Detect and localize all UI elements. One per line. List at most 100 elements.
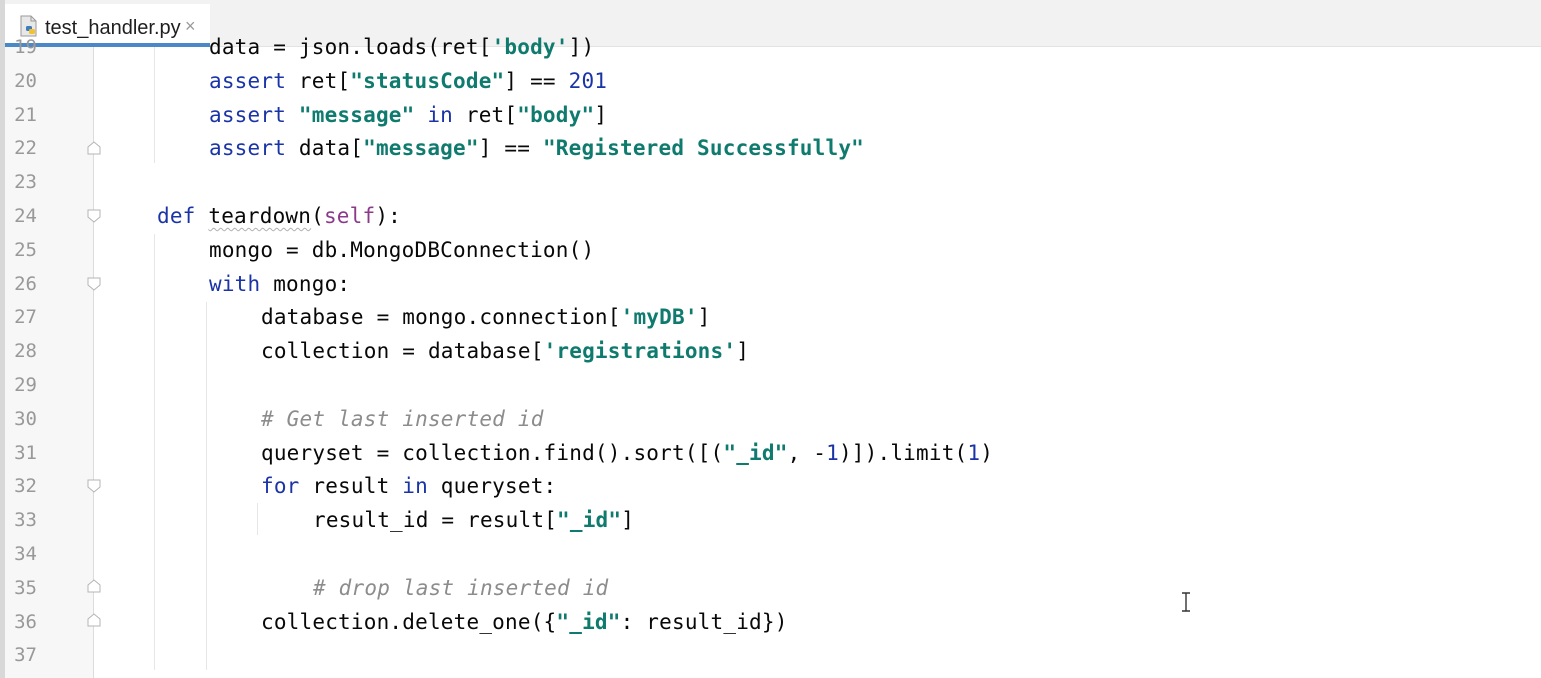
code-token: 'registrations' [543, 339, 737, 364]
code-text: for result in queryset: [261, 469, 556, 503]
line-number: 24 [14, 205, 37, 227]
code-token [286, 103, 299, 127]
code-token: , - [787, 440, 827, 465]
code-token: ] == [504, 68, 569, 93]
line-number: 20 [14, 69, 37, 92]
indent-guide [154, 47, 155, 163]
code-text: assert ret["statusCode"] == 201 [209, 64, 607, 98]
fold-start-marker-icon[interactable] [87, 277, 101, 291]
fold-end-marker-icon[interactable] [87, 141, 101, 155]
code-text: assert data["message"] == "Registered Su… [209, 131, 864, 165]
code-token: 1 [826, 440, 839, 465]
code-line[interactable]: 36 collection.delete_one({"_id": result_i… [0, 605, 1541, 639]
code-text: collection = database['registrations'] [261, 334, 749, 368]
tab-test-handler[interactable]: test_handler.py × [5, 4, 210, 47]
code-token: collection = database[ [261, 339, 544, 364]
code-line[interactable]: 20 assert ret["statusCode"] == 201 [0, 64, 1541, 98]
tab-close-icon[interactable]: × [185, 16, 196, 36]
code-token: in [427, 102, 454, 127]
code-token: )]).limit( [838, 440, 968, 465]
code-text: mongo = db.MongoDBConnection() [209, 233, 594, 267]
code-token: 'body' [491, 35, 569, 59]
code-token: 'myDB' [620, 305, 698, 330]
code-text: database = mongo.connection['myDB'] [261, 300, 711, 334]
code-line[interactable]: 25 mongo = db.MongoDBConnection() [0, 233, 1541, 267]
code-token: "body" [517, 102, 595, 127]
code-text: queryset = collection.find().sort([("_id… [261, 436, 993, 470]
line-number: 26 [14, 272, 37, 295]
indent-guide [257, 503, 258, 535]
code-token: def [157, 204, 196, 228]
code-text: # drop last inserted id [313, 571, 608, 605]
code-token: for [261, 474, 300, 499]
fold-start-marker-icon[interactable] [87, 209, 101, 223]
code-text: result_id = result["_id"] [313, 503, 634, 537]
code-line[interactable]: 37 [0, 638, 1541, 672]
code-line[interactable]: 28 collection = database['registrations'] [0, 334, 1541, 368]
line-number: 37 [14, 644, 37, 667]
line-number: 33 [14, 509, 37, 532]
code-token [415, 103, 428, 127]
code-token: "message" [363, 136, 479, 161]
line-number: 19 [14, 36, 37, 58]
window-left-edge [0, 0, 5, 678]
code-token: ( [311, 204, 324, 228]
code-text: assert "message" in ret["body"] [209, 98, 607, 132]
code-text: def teardown(self): [157, 199, 401, 233]
code-token: data[ [286, 136, 364, 161]
code-token: ) [980, 440, 994, 465]
line-number: 29 [14, 374, 37, 396]
code-token: # drop last inserted id [313, 575, 609, 600]
code-token: # Get last inserted id [261, 406, 544, 431]
code-line[interactable]: 34 [0, 537, 1541, 571]
code-token: collection.delete_one({ [261, 609, 557, 634]
code-token: 1 [967, 440, 981, 465]
indent-guide [154, 234, 155, 670]
code-token [196, 204, 209, 228]
code-line[interactable]: 31 queryset = collection.find().sort([("_… [0, 436, 1541, 470]
code-token: teardown [208, 204, 312, 228]
code-token: "message" [298, 102, 415, 127]
code-text: data = json.loads(ret['body']) [209, 30, 594, 64]
fold-end-marker-icon[interactable] [87, 579, 101, 593]
code-line[interactable]: 33 result_id = result["_id"] [0, 503, 1541, 537]
line-number-gutter [5, 47, 94, 678]
code-line[interactable]: 24 def teardown(self): [0, 199, 1541, 233]
fold-start-marker-icon[interactable] [87, 479, 101, 493]
code-line[interactable]: 23 [0, 165, 1541, 199]
code-token: in [402, 474, 428, 499]
code-line[interactable]: 21 assert "message" in ret["body"] [0, 98, 1541, 132]
line-number: 25 [14, 238, 37, 261]
line-number: 30 [14, 407, 37, 430]
code-line[interactable]: 19 data = json.loads(ret['body']) [0, 30, 1541, 64]
code-token: "Registered Successfully" [542, 136, 865, 161]
code-line[interactable]: 35# drop last inserted id [0, 571, 1541, 605]
code-token: ]) [568, 35, 595, 59]
code-token: ): [375, 204, 402, 228]
code-line[interactable]: 30 # Get last inserted id [0, 402, 1541, 436]
code-token: data = json.loads(ret[ [209, 35, 492, 59]
code-token: : result_id}) [620, 609, 788, 634]
line-number: 36 [14, 610, 37, 633]
code-token: with [209, 271, 261, 296]
code-line[interactable]: 29 [0, 368, 1541, 402]
code-token: "_id" [556, 609, 621, 634]
editor-tab-bar: test_handler.py × [5, 0, 1541, 47]
indent-guide [206, 302, 207, 670]
fold-end-marker-icon[interactable] [87, 613, 101, 627]
active-tab-indicator [5, 43, 210, 47]
line-number: 31 [14, 441, 37, 464]
line-number: 21 [14, 103, 37, 126]
code-token: ] [736, 339, 750, 364]
code-token: assert [209, 136, 287, 161]
line-number: 28 [14, 340, 37, 363]
code-token: "_id" [723, 440, 788, 465]
code-token: database = mongo.connection[ [261, 305, 621, 330]
code-token: "statusCode" [350, 68, 505, 93]
code-token: 201 [568, 68, 608, 93]
